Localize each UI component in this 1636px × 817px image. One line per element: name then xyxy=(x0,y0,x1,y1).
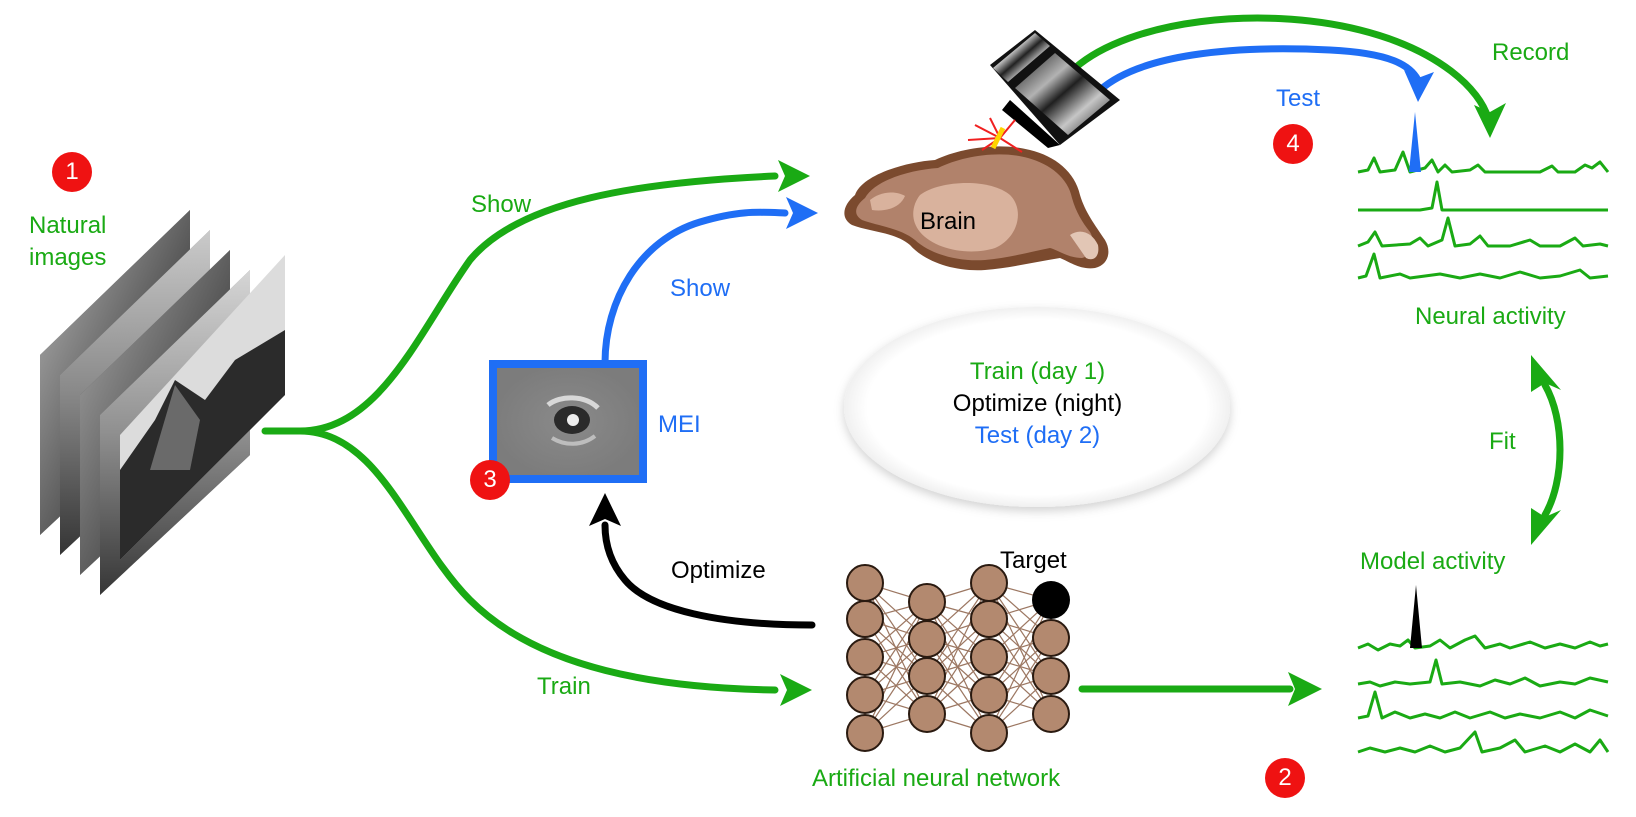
mei-image-icon xyxy=(489,360,647,483)
nn-target-node xyxy=(1032,581,1070,619)
model-activity-label: Model activity xyxy=(1360,548,1506,575)
optimize-label: Optimize xyxy=(671,557,766,584)
model-activity-traces xyxy=(1357,585,1610,754)
record-label: Record xyxy=(1492,39,1570,66)
flow-arrows xyxy=(261,14,1564,706)
natural-images-label-line2: images xyxy=(29,244,107,271)
show-blue-label: Show xyxy=(670,275,731,302)
nn-node xyxy=(970,600,1008,638)
step-4-badge: 4 xyxy=(1273,124,1313,164)
nn-node xyxy=(908,583,946,621)
show-green-label: Show xyxy=(471,191,532,218)
train-label: Train xyxy=(537,673,591,700)
brain-icon xyxy=(844,146,1109,271)
nn-node xyxy=(846,600,884,638)
mei-label: MEI xyxy=(658,411,701,438)
nn-node xyxy=(846,714,884,752)
nn-node xyxy=(846,676,884,714)
neural-trace-2 xyxy=(1358,180,1608,212)
microscope-objective-icon xyxy=(967,30,1120,153)
nn-node xyxy=(846,564,884,602)
model-trace-2 xyxy=(1357,658,1609,688)
nn-node xyxy=(908,620,946,658)
neural-activity-traces xyxy=(1357,112,1610,280)
schedule-optimize: Optimize (night) xyxy=(952,390,1123,417)
schedule-test: Test (day 2) xyxy=(974,422,1101,449)
target-label: Target xyxy=(1000,547,1067,574)
natural-image-stack-icon xyxy=(40,210,285,595)
neural-trace-1 xyxy=(1357,150,1610,174)
model-trace-4 xyxy=(1357,730,1610,754)
test-label: Test xyxy=(1276,85,1321,112)
nn-node xyxy=(970,714,1008,752)
nn-node xyxy=(970,638,1008,676)
step-2-badge: 2 xyxy=(1265,758,1305,798)
ann-label: Artificial neural network xyxy=(812,765,1061,792)
neural-trace-4 xyxy=(1357,252,1609,280)
schedule-ellipse xyxy=(844,307,1230,507)
nn-node xyxy=(970,676,1008,714)
neural-trace-3 xyxy=(1357,216,1609,248)
nn-node xyxy=(846,638,884,676)
schedule-train: Train (day 1) xyxy=(969,358,1106,385)
step-3-badge: 3 xyxy=(470,460,510,500)
brain-label: Brain xyxy=(920,208,977,235)
nn-node xyxy=(1032,657,1070,695)
model-trace-1 xyxy=(1357,634,1609,652)
nn-node xyxy=(1032,619,1070,657)
nn-node xyxy=(908,657,946,695)
neural-activity-label: Neural activity xyxy=(1415,303,1566,330)
natural-images-label-line1: Natural xyxy=(29,212,107,239)
model-trace-3 xyxy=(1357,690,1609,720)
neural-network-icon xyxy=(846,564,1070,752)
nn-node xyxy=(908,695,946,733)
fit-label: Fit xyxy=(1489,428,1516,455)
nn-node xyxy=(1032,695,1070,733)
step-1-badge: 1 xyxy=(52,152,92,192)
